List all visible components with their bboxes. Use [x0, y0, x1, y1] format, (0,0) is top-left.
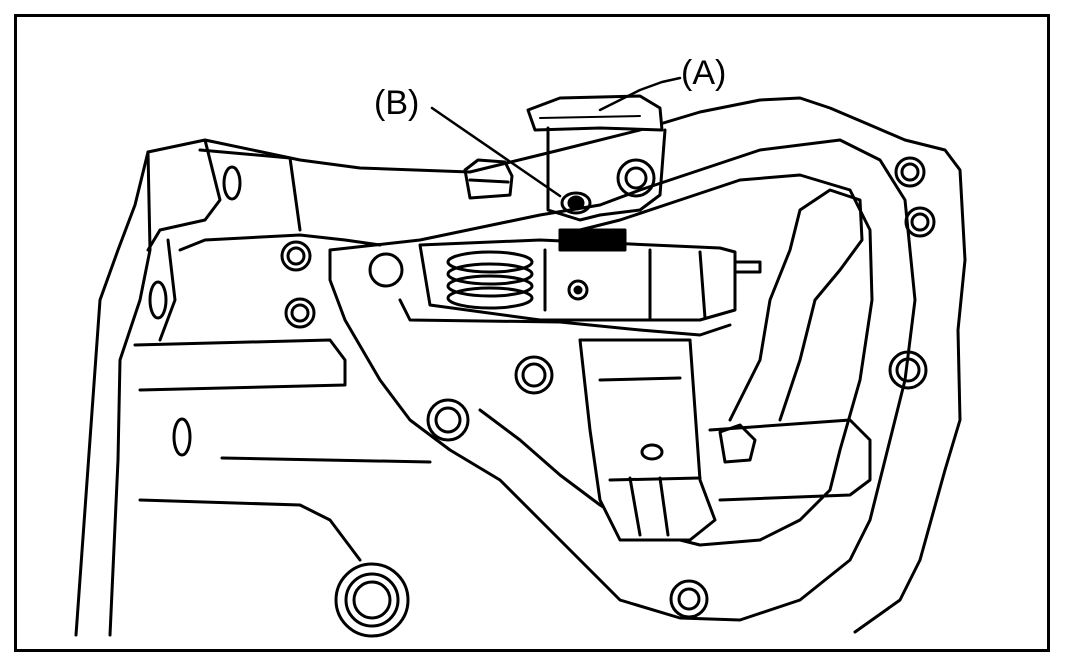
- boss-hole-top: [616, 158, 656, 198]
- casting-step: [133, 338, 347, 392]
- part-b-slot: [560, 191, 592, 215]
- spring-leg: [398, 298, 732, 337]
- housing-inner-edge: [108, 150, 152, 637]
- selector-body: [578, 338, 717, 542]
- casting-rib-top: [146, 138, 222, 252]
- boss-hole-right-3: [888, 350, 928, 390]
- shift-rod: [708, 418, 872, 502]
- shift-fork: [728, 188, 864, 422]
- shaft-end: [733, 260, 762, 274]
- bolt-head: [463, 158, 514, 200]
- threaded-hole-2: [284, 297, 316, 329]
- left-slot-mid: [148, 280, 168, 320]
- block-pin: [567, 279, 589, 301]
- casting-rib-left: [178, 233, 382, 252]
- callout-label-b: (B): [374, 84, 420, 122]
- casting-line-low2: [138, 498, 362, 562]
- leader-b: [430, 106, 562, 198]
- threaded-hole-1: [280, 240, 312, 272]
- selector-pin: [640, 443, 664, 461]
- boss-hole-right-2: [904, 206, 936, 238]
- left-slot-upper: [222, 165, 242, 201]
- lower-bore-outer: [334, 562, 410, 638]
- return-spring: [446, 250, 534, 310]
- leader-a: [598, 76, 682, 112]
- left-slot-low: [172, 417, 192, 457]
- gasket-boundary: [328, 138, 917, 622]
- callout-label-a: (A): [681, 54, 727, 92]
- cylinder-cap: [558, 228, 627, 252]
- casting-line-low: [220, 456, 432, 464]
- casting-step-left: [158, 238, 177, 342]
- housing-outline: [74, 96, 967, 637]
- boss-hole-right-top: [894, 156, 926, 188]
- boss-hole-bottom: [669, 579, 709, 619]
- part-a-cap: [526, 94, 664, 132]
- part-a-arm: [546, 126, 667, 222]
- boss-hole-center: [514, 355, 554, 395]
- boss-hole-left-mid: [426, 398, 470, 442]
- casting-seam: [198, 148, 302, 232]
- boss-hole-left-cavity: [368, 252, 404, 288]
- inner-cavity-edge: [478, 173, 874, 547]
